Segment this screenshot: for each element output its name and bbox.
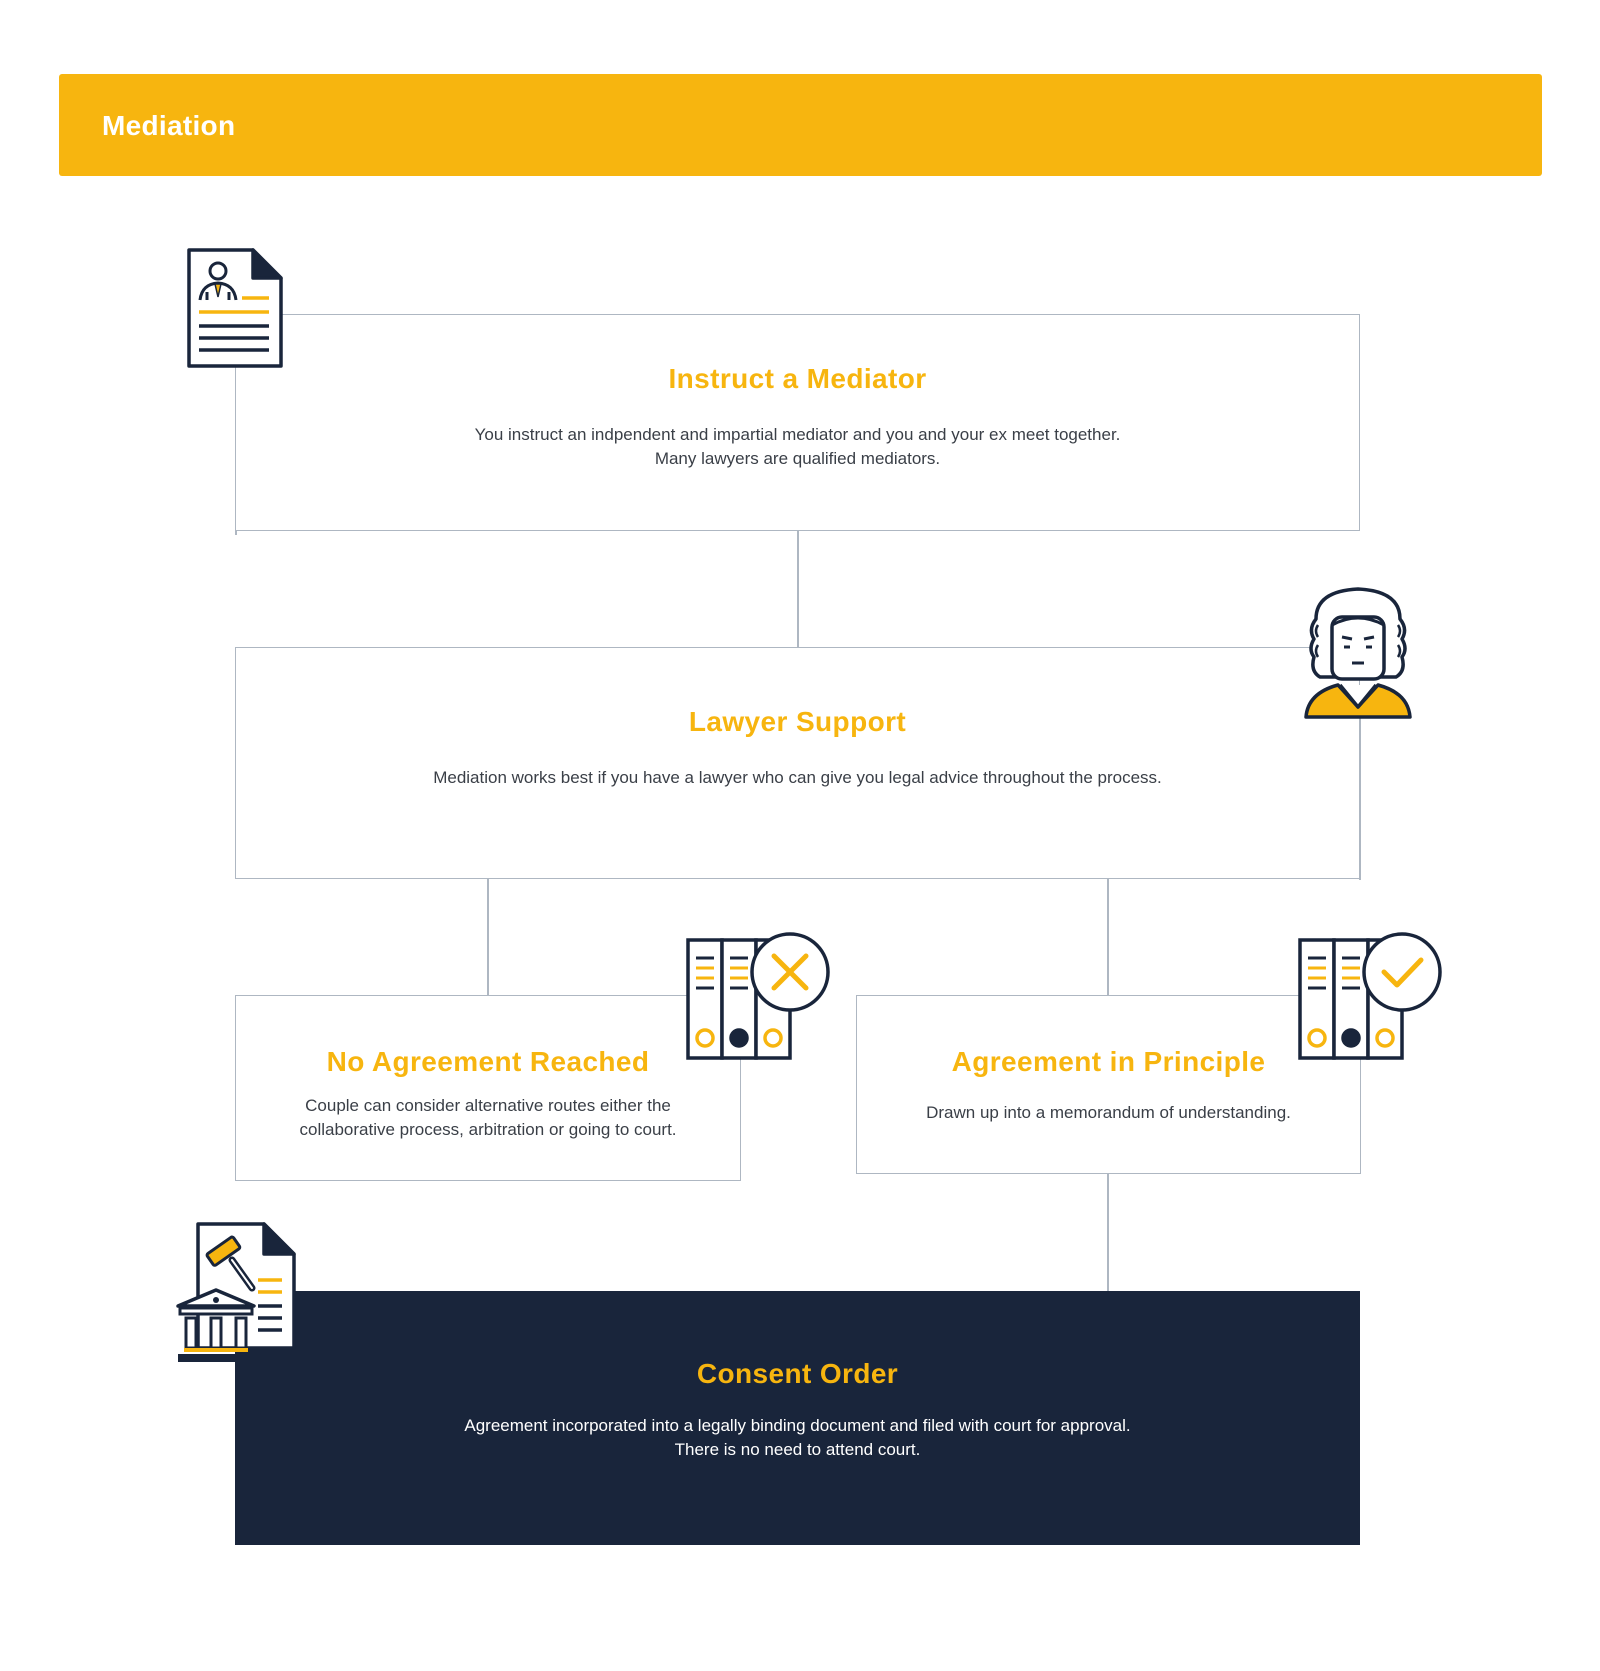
step-instruct-mediator: Instruct a Mediator You instruct an indp… bbox=[235, 314, 1360, 531]
step-description-line: collaborative process, arbitration or go… bbox=[299, 1120, 677, 1139]
step-description: Mediation works best if you have a lawye… bbox=[256, 766, 1339, 790]
page-title: Mediation bbox=[102, 110, 236, 141]
step-description-line: Drawn up into a memorandum of understand… bbox=[926, 1103, 1291, 1122]
step-description-line: Agreement incorporated into a legally bi… bbox=[464, 1416, 1131, 1435]
step-agreement-in-principle: Agreement in Principle Drawn up into a m… bbox=[856, 995, 1361, 1174]
step-description: Drawn up into a memorandum of understand… bbox=[877, 1101, 1340, 1125]
step-description: You instruct an indpendent and impartial… bbox=[256, 423, 1339, 471]
step-description: Agreement incorporated into a legally bi… bbox=[256, 1414, 1339, 1462]
connector-line bbox=[487, 876, 489, 996]
connector-line bbox=[1107, 1172, 1109, 1292]
header-bar: Mediation bbox=[59, 74, 1542, 176]
document-person-icon bbox=[187, 248, 283, 368]
step-description: Couple can consider alternative routes e… bbox=[256, 1094, 720, 1142]
step-description-line: Mediation works best if you have a lawye… bbox=[433, 768, 1162, 787]
step-title: Instruct a Mediator bbox=[668, 363, 927, 394]
binders-check-icon bbox=[1298, 932, 1442, 1060]
step-title: No Agreement Reached bbox=[326, 1046, 650, 1077]
step-lawyer-support: Lawyer Support Mediation works best if y… bbox=[235, 647, 1360, 879]
step-description-line: Couple can consider alternative routes e… bbox=[305, 1096, 671, 1115]
step-description-line: Many lawyers are qualified mediators. bbox=[654, 449, 941, 468]
step-description-line: There is no need to attend court. bbox=[674, 1440, 921, 1459]
step-description-line: You instruct an indpendent and impartial… bbox=[474, 425, 1121, 444]
step-no-agreement: No Agreement Reached Couple can consider… bbox=[235, 995, 741, 1181]
judge-icon bbox=[1304, 587, 1412, 719]
court-document-icon bbox=[176, 1222, 296, 1362]
step-title: Lawyer Support bbox=[688, 706, 907, 737]
connector-line bbox=[1107, 876, 1109, 996]
step-consent-order: Consent Order Agreement incorporated int… bbox=[235, 1291, 1360, 1545]
connector-line bbox=[797, 530, 799, 648]
step-title: Consent Order bbox=[696, 1358, 899, 1389]
step-title: Agreement in Principle bbox=[951, 1046, 1266, 1077]
binders-cross-icon bbox=[686, 932, 830, 1060]
